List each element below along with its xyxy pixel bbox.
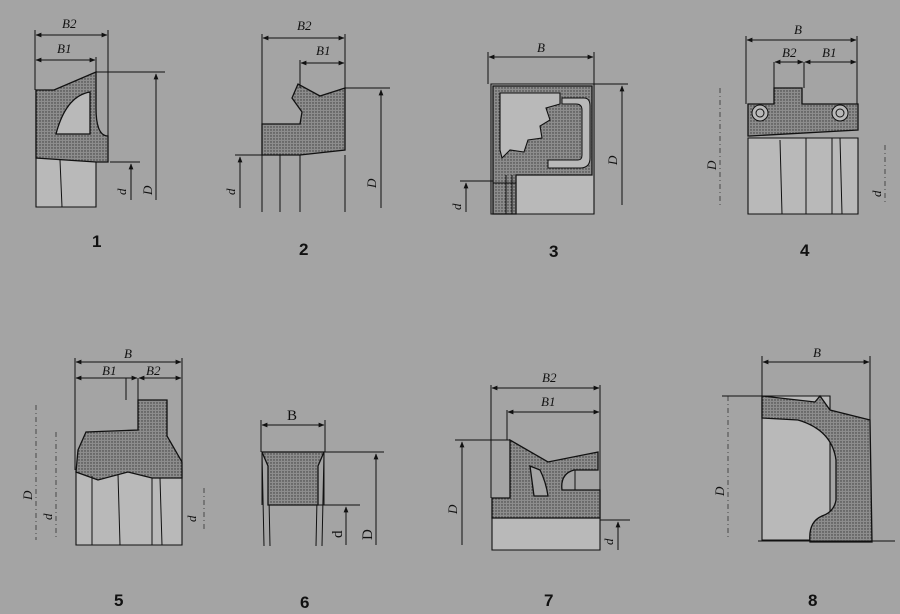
figure-3-label-d: d [449, 203, 464, 210]
figure-7-dimensions [455, 385, 630, 550]
figure-7-label-d: d [601, 538, 616, 545]
figure-4-seal [747, 87, 859, 137]
figure-1-label-d: d [114, 188, 129, 195]
figure-3-number: 3 [549, 242, 558, 261]
figure-6-label-b: B [287, 408, 297, 424]
figure-2: B2 B1 d D 2 [223, 18, 390, 259]
figure-3-label-D: D [605, 155, 620, 166]
figure-5-label-D: D [20, 490, 35, 501]
figure-8-number: 8 [808, 591, 817, 610]
figure-6-dimensions [260, 420, 384, 545]
figure-8-label-b: B [813, 345, 821, 360]
figure-1-label-D: D [140, 185, 155, 196]
figure-7-label-b1: B1 [541, 394, 555, 409]
figure-6: B d D 6 [260, 408, 384, 612]
figure-7-seal [491, 438, 601, 519]
figure-3-dimensions [460, 52, 628, 212]
figure-7-label-D: D [445, 504, 460, 515]
figure-6-number: 6 [300, 593, 309, 612]
figure-3-spring [547, 97, 591, 169]
figure-4-label-d: d [869, 190, 884, 197]
figure-6-label-d: d [330, 530, 346, 538]
figure-4-label-b2: B2 [782, 45, 797, 60]
figure-3-label-b: B [537, 40, 545, 55]
figure-2-seal [261, 83, 346, 156]
figure-7-label-b2: B2 [542, 370, 557, 385]
figure-8-dimensions [722, 356, 871, 538]
figure-1-seal [35, 71, 109, 163]
figure-5-seal [75, 399, 183, 481]
figure-5-label-b2: B2 [146, 363, 161, 378]
figure-4-label-b: B [794, 22, 802, 37]
figure-8-seal [761, 394, 873, 543]
figure-2-label-b2: B2 [297, 18, 312, 33]
figure-7-housing [491, 517, 601, 551]
figure-5: B B1 B2 D d d 5 [20, 346, 205, 610]
figure-8-label-D: D [712, 486, 727, 497]
figure-5-label-b: B [124, 346, 132, 361]
figure-5-label-b1: B1 [102, 363, 116, 378]
figure-7-number: 7 [544, 591, 553, 610]
figure-2-dimensions [235, 34, 390, 208]
figure-5-label-d: d [40, 513, 55, 520]
figure-4-dimensions [719, 36, 886, 205]
figure-2-number: 2 [299, 240, 308, 259]
figure-4-label-b1: B1 [822, 45, 836, 60]
figure-1-label-b2: B2 [62, 16, 77, 31]
figure-5-dimensions [35, 358, 205, 540]
figure-8: B D 8 [712, 345, 895, 610]
figure-3-insert [499, 92, 561, 160]
figure-1-label-b1: B1 [57, 41, 71, 56]
figure-4-number: 4 [800, 241, 810, 260]
figure-1: B2 B1 d D 1 [34, 16, 165, 251]
figure-4-label-D: D [704, 160, 719, 171]
figure-5-label-d1: d [184, 515, 199, 522]
figure-5-number: 5 [114, 591, 123, 610]
figure-6-seal [261, 451, 325, 506]
figure-4: B B2 B1 D d 4 [704, 22, 886, 260]
figure-3: B d D 3 [449, 40, 628, 261]
figure-4-housing [747, 137, 859, 215]
figure-2-label-D: D [364, 178, 379, 189]
figure-2-label-b1: B1 [316, 43, 330, 58]
figure-1-dimensions [34, 30, 165, 200]
figure-2-label-d: d [223, 188, 238, 195]
figure-2-housing [261, 155, 346, 212]
figure-1-number: 1 [92, 232, 101, 251]
figure-6-label-D: D [360, 529, 376, 540]
figure-7: B2 B1 D d 7 [445, 370, 630, 610]
